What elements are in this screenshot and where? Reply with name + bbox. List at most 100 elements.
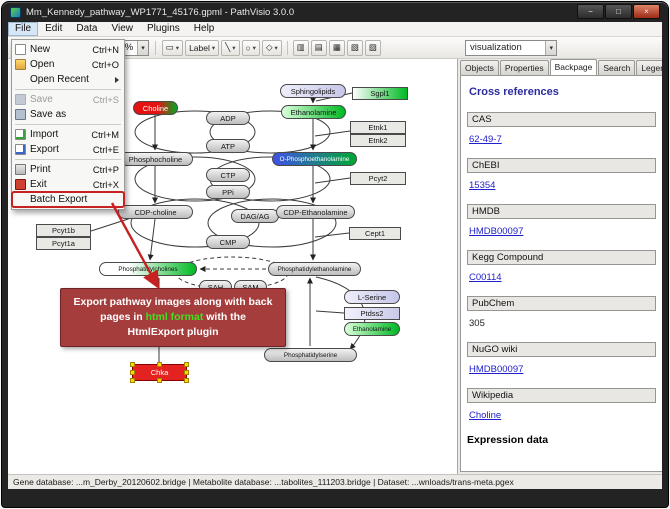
selection-handle[interactable] — [156, 362, 162, 367]
align-top-tool-button[interactable]: ▧ — [346, 39, 363, 56]
shape-tool-button[interactable]: ○▾ — [241, 39, 260, 56]
tab-backpage[interactable]: Backpage — [549, 59, 598, 75]
pathway-node-choline[interactable]: Choline — [133, 101, 178, 115]
file-menu-item-open-recent[interactable]: Open Recent — [12, 72, 124, 87]
xref-link[interactable]: Choline — [469, 410, 502, 421]
template-tool-button[interactable]: ◇▾ — [261, 39, 282, 56]
datanode-tool-button[interactable]: ▭▾ — [161, 39, 184, 56]
minimize-button[interactable]: − — [577, 4, 604, 19]
align-center-y-tool-button[interactable]: ▤ — [310, 39, 327, 56]
pathway-node-ctp[interactable]: CTP — [206, 168, 250, 182]
selection-handle[interactable] — [184, 378, 189, 383]
tab-legend[interactable]: Legend — [636, 60, 662, 75]
pathway-node-ppi[interactable]: PPi — [206, 185, 250, 199]
pathway-node-adp[interactable]: ADP — [206, 111, 250, 125]
xref-section: ChEBI 15354 — [467, 158, 656, 191]
xref-link[interactable]: 15354 — [469, 180, 496, 191]
menu-view[interactable]: View — [111, 23, 133, 34]
xref-link[interactable]: C00114 — [469, 272, 502, 283]
align-center-x-tool-button[interactable]: ▥ — [292, 39, 309, 56]
menu-edit[interactable]: Edit — [45, 23, 63, 34]
app-icon — [10, 6, 21, 18]
distribute-tool-button[interactable]: ▨ — [364, 39, 381, 56]
selection-handle[interactable] — [130, 362, 135, 367]
pathway-node-phosphatidylserine[interactable]: Phosphatidylserine — [264, 348, 357, 362]
menu-data[interactable]: Data — [76, 23, 98, 34]
tab-objects[interactable]: Objects — [460, 60, 499, 75]
line-tool-button[interactable]: ╲▾ — [221, 39, 240, 56]
menu-item-label: Save — [30, 94, 53, 105]
selection-handle[interactable] — [156, 378, 162, 383]
pathway-node-ethanolamine[interactable]: Ethanolamine — [281, 105, 346, 119]
pathway-node-atp[interactable]: ATP — [206, 139, 250, 153]
selection-handle[interactable] — [184, 369, 189, 375]
menu-separator — [15, 159, 121, 160]
pathway-node-etnk2[interactable]: Etnk2 — [350, 134, 406, 147]
selection-handle[interactable] — [130, 378, 135, 383]
menu-help[interactable]: Help — [193, 23, 215, 34]
menu-icon-spacer — [15, 74, 26, 85]
file-menu-item-save-as[interactable]: Save as — [12, 107, 124, 122]
pathway-node-sgpl1[interactable]: Sgpl1 — [352, 87, 408, 100]
tab-search[interactable]: Search — [598, 60, 636, 75]
label-tool-button[interactable]: Label▾ — [185, 39, 220, 56]
line-tool-icon: ╲ — [225, 42, 231, 52]
xref-link[interactable]: HMDB00097 — [469, 364, 524, 375]
distribute-tool-icon: ▨ — [368, 42, 377, 52]
selection-handle[interactable] — [184, 362, 189, 367]
pathway-node-chka[interactable]: Chka — [130, 362, 189, 383]
pathway-node-cdp-choline[interactable]: CDP-choline — [118, 205, 193, 219]
pathway-node-etnk1[interactable]: Etnk1 — [350, 121, 406, 134]
annotation-callout: Export pathway images along with back pa… — [60, 288, 286, 347]
pathway-node-sphingolipids[interactable]: Sphingolipids — [280, 84, 346, 98]
pathway-node-ethanolamine[interactable]: Ethanolamine — [344, 322, 400, 336]
sidebar-tabs: ObjectsPropertiesBackpageSearchLegend — [458, 59, 662, 75]
menu-file[interactable]: File — [8, 22, 39, 36]
selection-handle[interactable] — [130, 369, 135, 375]
pathway-node-ptdss2[interactable]: Ptdss2 — [344, 307, 400, 320]
xref-header: CAS — [467, 112, 656, 127]
pathway-node-cmp[interactable]: CMP — [206, 235, 250, 249]
tab-properties[interactable]: Properties — [499, 60, 549, 75]
titlebar[interactable]: Mm_Kennedy_pathway_WP1771_45176.gpml - P… — [2, 2, 668, 22]
pathway-node-phosphatidylcholines[interactable]: Phosphatidylcholines — [99, 262, 197, 276]
pathway-node-pcyt2[interactable]: Pcyt2 — [350, 172, 406, 185]
visualization-combo[interactable]: visualization ▾ — [465, 39, 557, 56]
pathway-node-phosphatidylethanolamine[interactable]: Phosphatidylethanolamine — [268, 262, 361, 276]
pathway-node-pcyt1b[interactable]: Pcyt1b — [36, 224, 91, 237]
expression-data-heading: Expression data — [467, 434, 549, 446]
pathway-node-dag-ag[interactable]: DAG/AG — [231, 209, 279, 223]
menu-shortcut: Ctrl+N — [92, 44, 119, 55]
pathway-node-cept1[interactable]: Cept1 — [349, 227, 401, 240]
pathway-node-o-phosphoethanolamine[interactable]: O-Phosphoethanolamine — [272, 152, 357, 166]
close-button[interactable]: × — [633, 4, 660, 19]
callout-line1: Export pathway images along with back — [73, 295, 273, 308]
callout-highlight: html format — [145, 310, 204, 323]
xref-header: ChEBI — [467, 158, 656, 173]
dropdown-arrow-icon[interactable]: ▾ — [545, 40, 556, 55]
save-as-icon — [15, 109, 26, 120]
callout-line3: HtmlExport plugin — [127, 326, 219, 339]
file-menu-item-batch-export[interactable]: Batch Export — [11, 191, 125, 208]
xref-link[interactable]: HMDB00097 — [469, 226, 524, 237]
menu-plugins[interactable]: Plugins — [146, 23, 180, 34]
dropdown-arrow-icon[interactable]: ▾ — [137, 40, 148, 55]
pathway-node-cdp-ethanolamine[interactable]: CDP-Ethanolamine — [276, 205, 355, 219]
maximize-button[interactable]: □ — [605, 4, 632, 19]
pathway-node-pcyt1a[interactable]: Pcyt1a — [36, 237, 91, 250]
align-left-tool-button[interactable]: ▦ — [328, 39, 345, 56]
xref-link[interactable]: 62-49-7 — [469, 134, 502, 145]
pathway-node-phosphocholine[interactable]: Phosphocholine — [118, 152, 193, 166]
pathway-node-l-serine[interactable]: L-Serine — [344, 290, 400, 304]
